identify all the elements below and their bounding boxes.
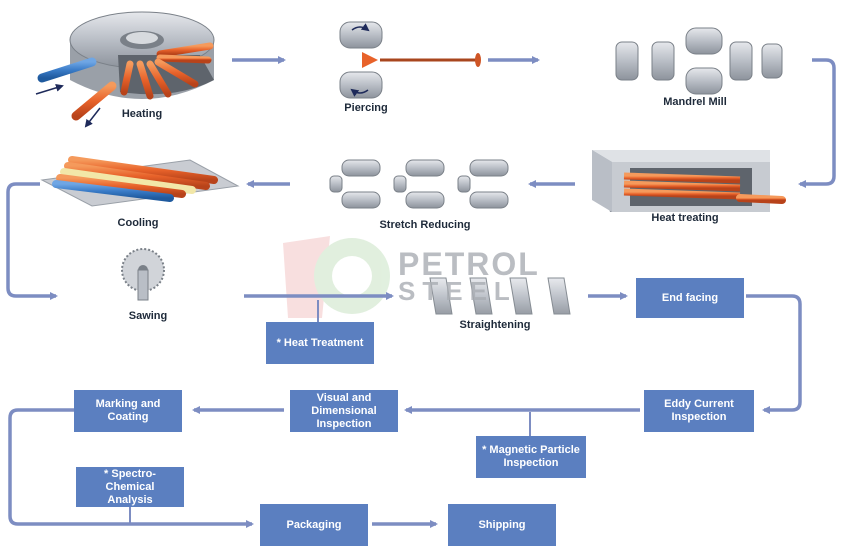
label-cooling: Cooling: [117, 217, 159, 229]
heat-treating-furnace: [578, 150, 786, 212]
box-end-facing: End facing: [636, 278, 744, 318]
box-marking-coating: Marking and Coating: [74, 390, 182, 432]
box-heat-treatment: * Heat Treatment: [266, 322, 374, 364]
packaging-text: Packaging: [286, 518, 342, 531]
label-heat-treating: Heat treating: [651, 212, 719, 224]
watermark-text-petrol: PETROL: [398, 246, 540, 282]
visual-line-2: Dimensional: [311, 404, 377, 417]
magnetic-line-2: Inspection: [503, 457, 559, 469]
marking-line-1: Marking and: [95, 398, 161, 410]
marking-line-2: Coating: [107, 411, 149, 423]
heating-furnace: [35, 11, 215, 128]
spectro-line-1: * Spectro-Chemical: [104, 467, 156, 493]
eddy-current-line-1: Eddy Current: [664, 398, 734, 410]
watermark-text-steel: STEEL: [398, 276, 517, 306]
piercing-mill: [292, 21, 481, 99]
optional-connectors: [129, 300, 531, 524]
box-eddy-current-inspection: Eddy Current Inspection: [644, 390, 754, 432]
cooling-bed: [40, 156, 240, 207]
end-facing-text: End facing: [661, 291, 719, 304]
sawing-unit: [64, 248, 240, 305]
eddy-current-line-2: Inspection: [671, 411, 727, 423]
label-piercing: Piercing: [344, 102, 388, 114]
label-mandrel-mill: Mandrel Mill: [663, 96, 727, 108]
box-packaging: Packaging: [260, 504, 368, 546]
flow-connectors: [6, 56, 836, 528]
label-stretch-reducing: Stretch Reducing: [379, 219, 471, 231]
box-visual-dimensional-inspection: Visual and Dimensional Inspection: [290, 390, 398, 432]
mandrel-mill: [567, 27, 807, 95]
visual-line-1: Visual and: [316, 391, 372, 404]
watermark-logo: [283, 236, 390, 318]
box-magnetic-particle-inspection: * Magnetic Particle Inspection: [476, 436, 586, 478]
box-shipping: Shipping: [448, 504, 556, 546]
label-heating: Heating: [121, 108, 163, 120]
magnetic-line-1: * Magnetic Particle: [482, 444, 580, 456]
heat-treatment-text: * Heat Treatment: [276, 336, 364, 349]
label-sawing: Sawing: [128, 310, 168, 322]
label-straightening: Straightening: [459, 319, 531, 331]
shipping-text: Shipping: [478, 518, 526, 531]
stretch-reducing-mill: [296, 159, 522, 209]
box-spectro-chemical-analysis: * Spectro-Chemical Analysis: [76, 467, 184, 507]
spectro-line-2: Analysis: [107, 493, 153, 506]
straightening-machine: [397, 277, 589, 315]
visual-line-3: Inspection: [316, 417, 372, 430]
